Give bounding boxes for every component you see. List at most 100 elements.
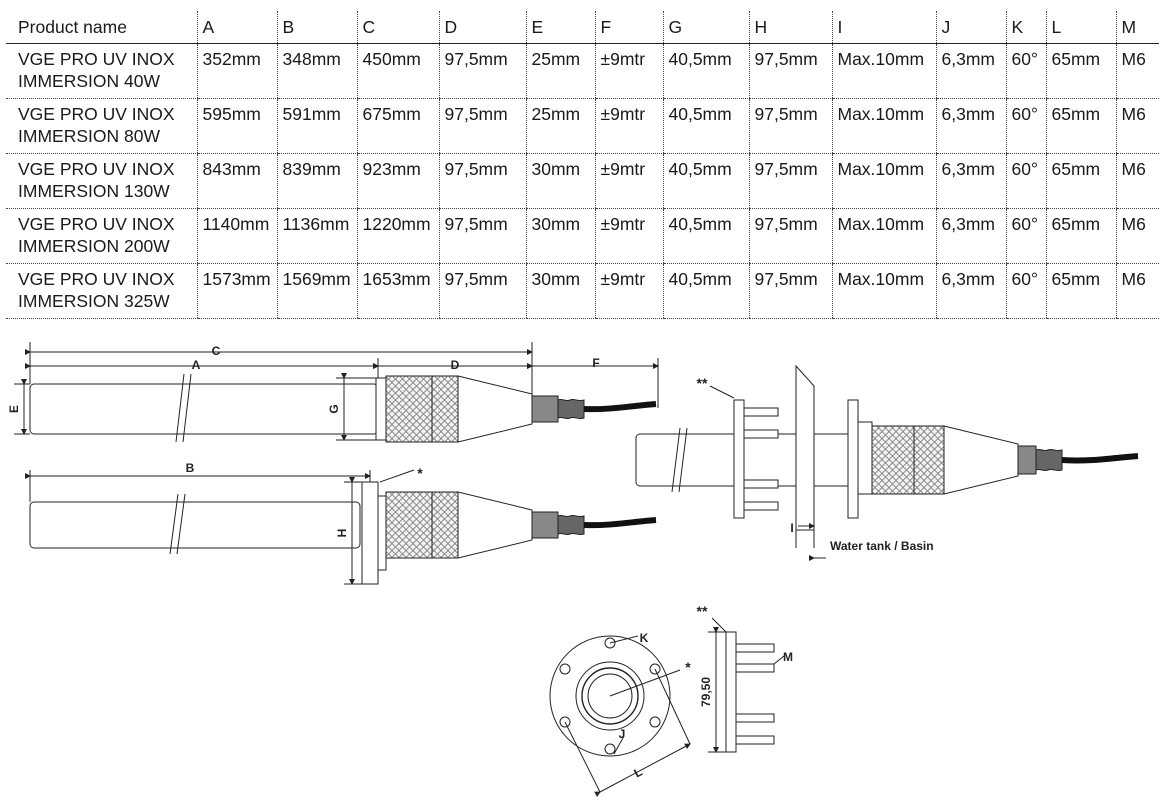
product-name-line1: VGE PRO UV INOX bbox=[18, 269, 175, 289]
dimension-cell-e: 30mm bbox=[525, 208, 595, 264]
header-product-name: Product name bbox=[6, 11, 197, 44]
dimension-cell-a: 843mm bbox=[196, 153, 277, 209]
header-a: A bbox=[196, 11, 277, 44]
flange-dim-label: 79,50 bbox=[699, 677, 713, 707]
product-name-line2: IMMERSION 130W bbox=[18, 181, 170, 201]
dimension-cell-g: 40,5mm bbox=[662, 153, 749, 209]
dim-label-f: F bbox=[592, 356, 599, 370]
header-j: J bbox=[935, 11, 1006, 44]
dim-label-d: D bbox=[451, 358, 460, 372]
dimension-cell-h: 97,5mm bbox=[748, 208, 832, 264]
counter-flange bbox=[733, 399, 745, 519]
dimension-cell-h: 97,5mm bbox=[748, 43, 832, 99]
dimension-cell-e: 25mm bbox=[525, 98, 595, 154]
dimension-cell-j: 6,3mm bbox=[935, 208, 1006, 264]
header-h: H bbox=[748, 11, 832, 44]
tank-wall bbox=[795, 364, 815, 531]
dimension-cell-b: 1136mm bbox=[276, 208, 357, 264]
dimension-cell-k: 60° bbox=[1005, 263, 1046, 319]
flange-front-view bbox=[549, 635, 691, 797]
dimension-cell-i: Max.10mm bbox=[831, 208, 936, 264]
dimension-cell-j: 6,3mm bbox=[935, 263, 1006, 319]
mesh-collar bbox=[385, 375, 459, 443]
dimension-cell-c: 1653mm bbox=[356, 263, 439, 319]
dimension-cell-h: 97,5mm bbox=[748, 153, 832, 209]
product-name-line1: VGE PRO UV INOX bbox=[18, 49, 175, 69]
product-name-line2: IMMERSION 325W bbox=[18, 291, 170, 311]
product-name-line2: IMMERSION 40W bbox=[18, 71, 160, 91]
dim-label-e: E bbox=[7, 405, 21, 413]
dimension-cell-m: M6 bbox=[1115, 263, 1159, 319]
header-e: E bbox=[525, 11, 595, 44]
dimension-cell-e: 25mm bbox=[525, 43, 595, 99]
table-header-row: Product name A B C D E F G H I J K L M bbox=[6, 11, 1159, 44]
dimension-cell-c: 450mm bbox=[356, 43, 439, 99]
break-marks bbox=[175, 373, 192, 443]
dimension-cell-d: 97,5mm bbox=[438, 98, 526, 154]
dimension-cell-f: ±9mtr bbox=[594, 43, 663, 99]
header-i: I bbox=[831, 11, 936, 44]
dimension-cell-m: M6 bbox=[1115, 98, 1159, 154]
single-star-label: * bbox=[417, 465, 423, 481]
dimension-cell-m: M6 bbox=[1115, 43, 1159, 99]
dim-label-b: B bbox=[186, 461, 195, 475]
dimension-cell-l: 65mm bbox=[1045, 153, 1116, 209]
flange-double-star-label: ** bbox=[697, 603, 708, 619]
dimension-cell-e: 30mm bbox=[525, 153, 595, 209]
dimension-cell-f: ±9mtr bbox=[594, 208, 663, 264]
header-f: F bbox=[594, 11, 663, 44]
dimension-cell-g: 40,5mm bbox=[662, 208, 749, 264]
bolt-hole bbox=[649, 716, 661, 728]
header-m: M bbox=[1115, 11, 1159, 44]
dimension-cell-b: 1569mm bbox=[276, 263, 357, 319]
strain-relief bbox=[531, 395, 559, 423]
flange-plate bbox=[361, 481, 379, 585]
product-name-line2: IMMERSION 200W bbox=[18, 236, 170, 256]
dimension-cell-i: Max.10mm bbox=[831, 43, 936, 99]
dimension-cell-i: Max.10mm bbox=[831, 153, 936, 209]
dim-label-i: I bbox=[790, 521, 793, 535]
dimension-cell-c: 923mm bbox=[356, 153, 439, 209]
dimension-cell-m: M6 bbox=[1115, 153, 1159, 209]
bolt-hole bbox=[559, 663, 571, 675]
flange-star-label: * bbox=[685, 659, 691, 675]
dimension-cell-d: 97,5mm bbox=[438, 153, 526, 209]
header-d: D bbox=[438, 11, 526, 44]
dimension-cell-j: 6,3mm bbox=[935, 153, 1006, 209]
bolt-hole bbox=[604, 743, 616, 755]
tapered-body bbox=[457, 375, 533, 443]
header-b: B bbox=[276, 11, 357, 44]
dimension-cell-k: 60° bbox=[1005, 43, 1046, 99]
lamp-flange-view bbox=[25, 469, 657, 585]
dimension-cell-f: ±9mtr bbox=[594, 98, 663, 154]
dimension-cell-g: 40,5mm bbox=[662, 98, 749, 154]
dimension-cell-h: 97,5mm bbox=[748, 98, 832, 154]
dimension-cell-l: 65mm bbox=[1045, 43, 1116, 99]
dimension-cell-d: 97,5mm bbox=[438, 208, 526, 264]
dim-label-l: L bbox=[632, 765, 645, 781]
dim-label-h: H bbox=[335, 529, 349, 538]
lamp-installed-view bbox=[635, 364, 1139, 561]
dimension-cell-c: 675mm bbox=[356, 98, 439, 154]
dimension-cell-e: 30mm bbox=[525, 263, 595, 319]
dimension-cell-l: 65mm bbox=[1045, 98, 1116, 154]
dimension-cell-i: Max.10mm bbox=[831, 98, 936, 154]
header-l: L bbox=[1045, 11, 1116, 44]
dimension-cell-d: 97,5mm bbox=[438, 263, 526, 319]
spec-table: Product name A B C D E F G H I J K L M V… bbox=[6, 11, 1159, 319]
dimension-cell-a: 1140mm bbox=[196, 208, 277, 264]
dimension-cell-h: 97,5mm bbox=[748, 263, 832, 319]
dimension-cell-a: 595mm bbox=[196, 98, 277, 154]
dim-label-a: A bbox=[192, 358, 201, 372]
product-name-line1: VGE PRO UV INOX bbox=[18, 104, 175, 124]
dimension-cell-i: Max.10mm bbox=[831, 263, 936, 319]
counter-flange-side-view bbox=[708, 617, 785, 753]
dimension-cell-j: 6,3mm bbox=[935, 98, 1006, 154]
dimension-cell-j: 6,3mm bbox=[935, 43, 1006, 99]
dimension-cell-l: 65mm bbox=[1045, 263, 1116, 319]
header-g: G bbox=[662, 11, 749, 44]
